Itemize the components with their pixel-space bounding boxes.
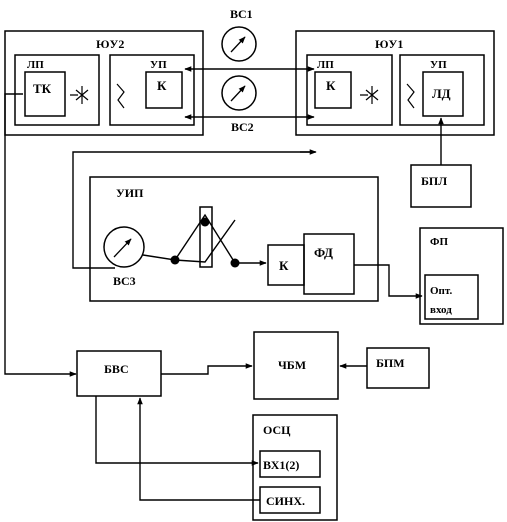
ld-label: ЛД [432,86,451,101]
bs1-coil [221,26,257,62]
uip-label: УИП [116,186,144,200]
bs3-coil [103,226,145,268]
tk-label: ТК [33,81,52,96]
vx-box [259,450,321,478]
you2-inner-left-box [14,54,100,126]
k-right-label: К [326,78,336,93]
k-left-box [145,71,183,109]
osc-label: ОСЦ [263,423,291,437]
vx-label: ВХ1(2) [263,458,299,472]
k-left-label: К [157,78,167,93]
ln-right-label: ЛП [317,59,334,71]
coupler-box [199,206,213,268]
ln-left-label: ЛП [27,59,44,71]
bpm-label: БПМ [376,356,405,370]
fp-box [419,227,504,325]
you2-inner-right-box [109,54,195,126]
up-right-label: УП [430,59,447,71]
uip-box [89,176,379,302]
bs3-label: ВС3 [113,274,136,288]
fp-label: ФП [430,236,448,248]
chbm-box [253,331,339,400]
you1-label: ЮУ1 [375,37,403,51]
up-left-label: УП [150,59,167,71]
chbm-label: ЧБМ [278,358,306,372]
k-uip-label: К [279,258,289,273]
you2-label: ЮУ2 [96,37,124,51]
you1-outer-box [295,30,495,136]
opt-input-line2: вход [430,304,452,316]
opt-input-line1: Опт. [430,285,452,297]
bs2-coil [221,75,257,111]
you1-inner-left-box [306,54,393,126]
ld-box [422,71,464,117]
bs1-label: ВС1 [230,7,253,21]
fd-label: ФД [314,245,333,260]
you2-outer-box [4,30,204,136]
fd-box [303,233,355,295]
bs2-label: ВС2 [231,120,254,134]
bvs-label: БВС [104,362,129,376]
sinh-label: СИНХ. [266,494,305,508]
tk-box [24,71,66,117]
opt-input-box [424,274,479,320]
k-right-box [314,71,352,109]
you1-inner-right-box [399,54,485,126]
bpl-label: БПЛ [421,174,447,188]
osc-box [252,414,338,521]
bpm-box [366,347,430,389]
